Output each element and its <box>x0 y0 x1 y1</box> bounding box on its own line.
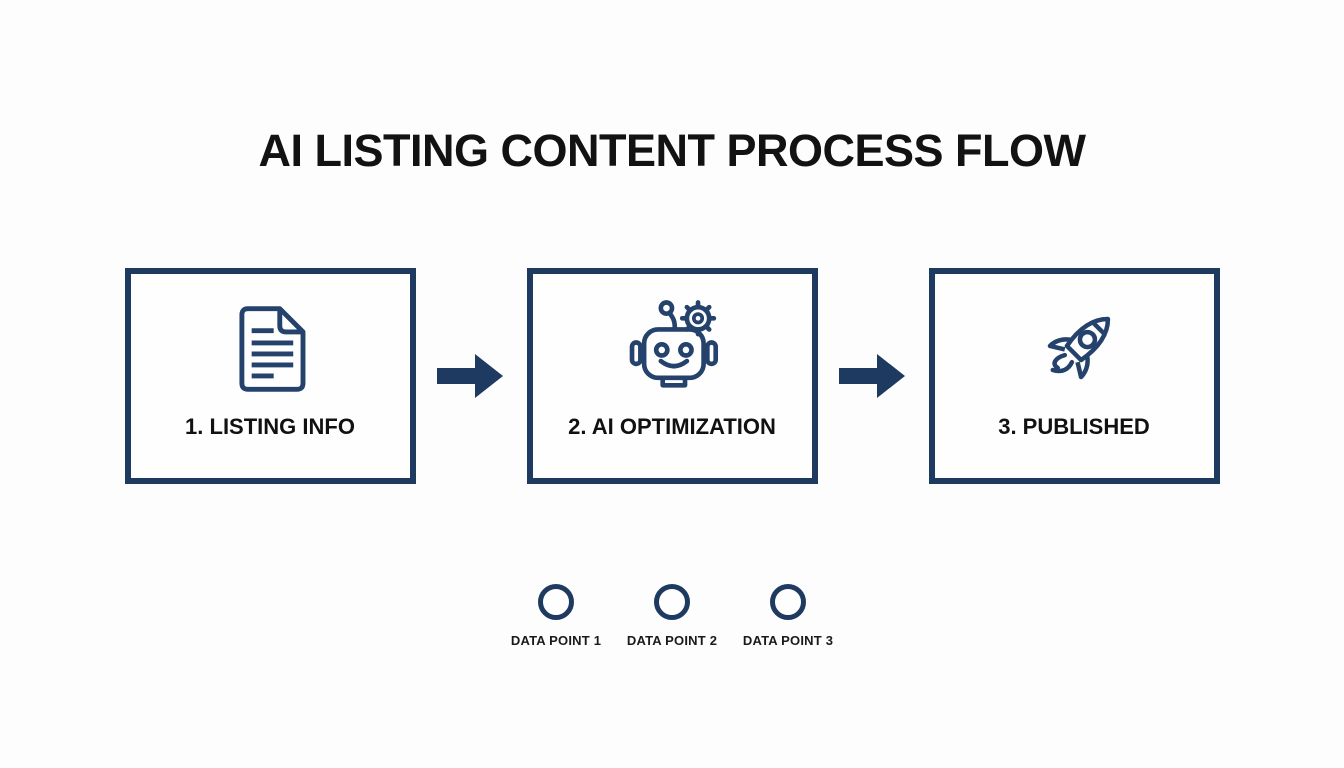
legend-label: DATA POINT 2 <box>626 633 718 648</box>
step-label: 2. AI OPTIMIZATION <box>568 414 776 439</box>
legend-item-1: DATA POINT 1 <box>506 584 606 648</box>
page-title: AI LISTING CONTENT PROCESS FLOW <box>258 125 1087 176</box>
circle-icon <box>538 584 574 620</box>
robot-icon <box>616 298 728 400</box>
right-arrow-icon <box>437 354 503 398</box>
circle-icon <box>770 584 806 620</box>
document-icon <box>233 298 307 400</box>
legend-label: DATA POINT 1 <box>510 633 602 648</box>
legend-item-2: DATA POINT 2 <box>622 584 722 648</box>
step-label: 1. LISTING INFO <box>185 414 355 439</box>
flow-arrow-2 <box>818 352 929 400</box>
step-label: 3. PUBLISHED <box>998 414 1150 439</box>
step-box-published: 3. PUBLISHED <box>928 268 1220 484</box>
rocket-icon <box>1024 298 1124 400</box>
step-box-listing-info: 1. LISTING INFO <box>124 268 416 484</box>
step-box-ai-optimization: 2. AI OPTIMIZATION <box>526 268 818 484</box>
circle-icon <box>654 584 690 620</box>
legend-row: DATA POINT 1 DATA POINT 2 DATA POINT 3 <box>0 584 1344 648</box>
legend-item-3: DATA POINT 3 <box>738 584 838 648</box>
flow-row: 1. LISTING INFO <box>0 268 1344 484</box>
flow-arrow-1 <box>416 352 527 400</box>
legend-label: DATA POINT 3 <box>742 633 834 648</box>
right-arrow-icon <box>839 354 905 398</box>
